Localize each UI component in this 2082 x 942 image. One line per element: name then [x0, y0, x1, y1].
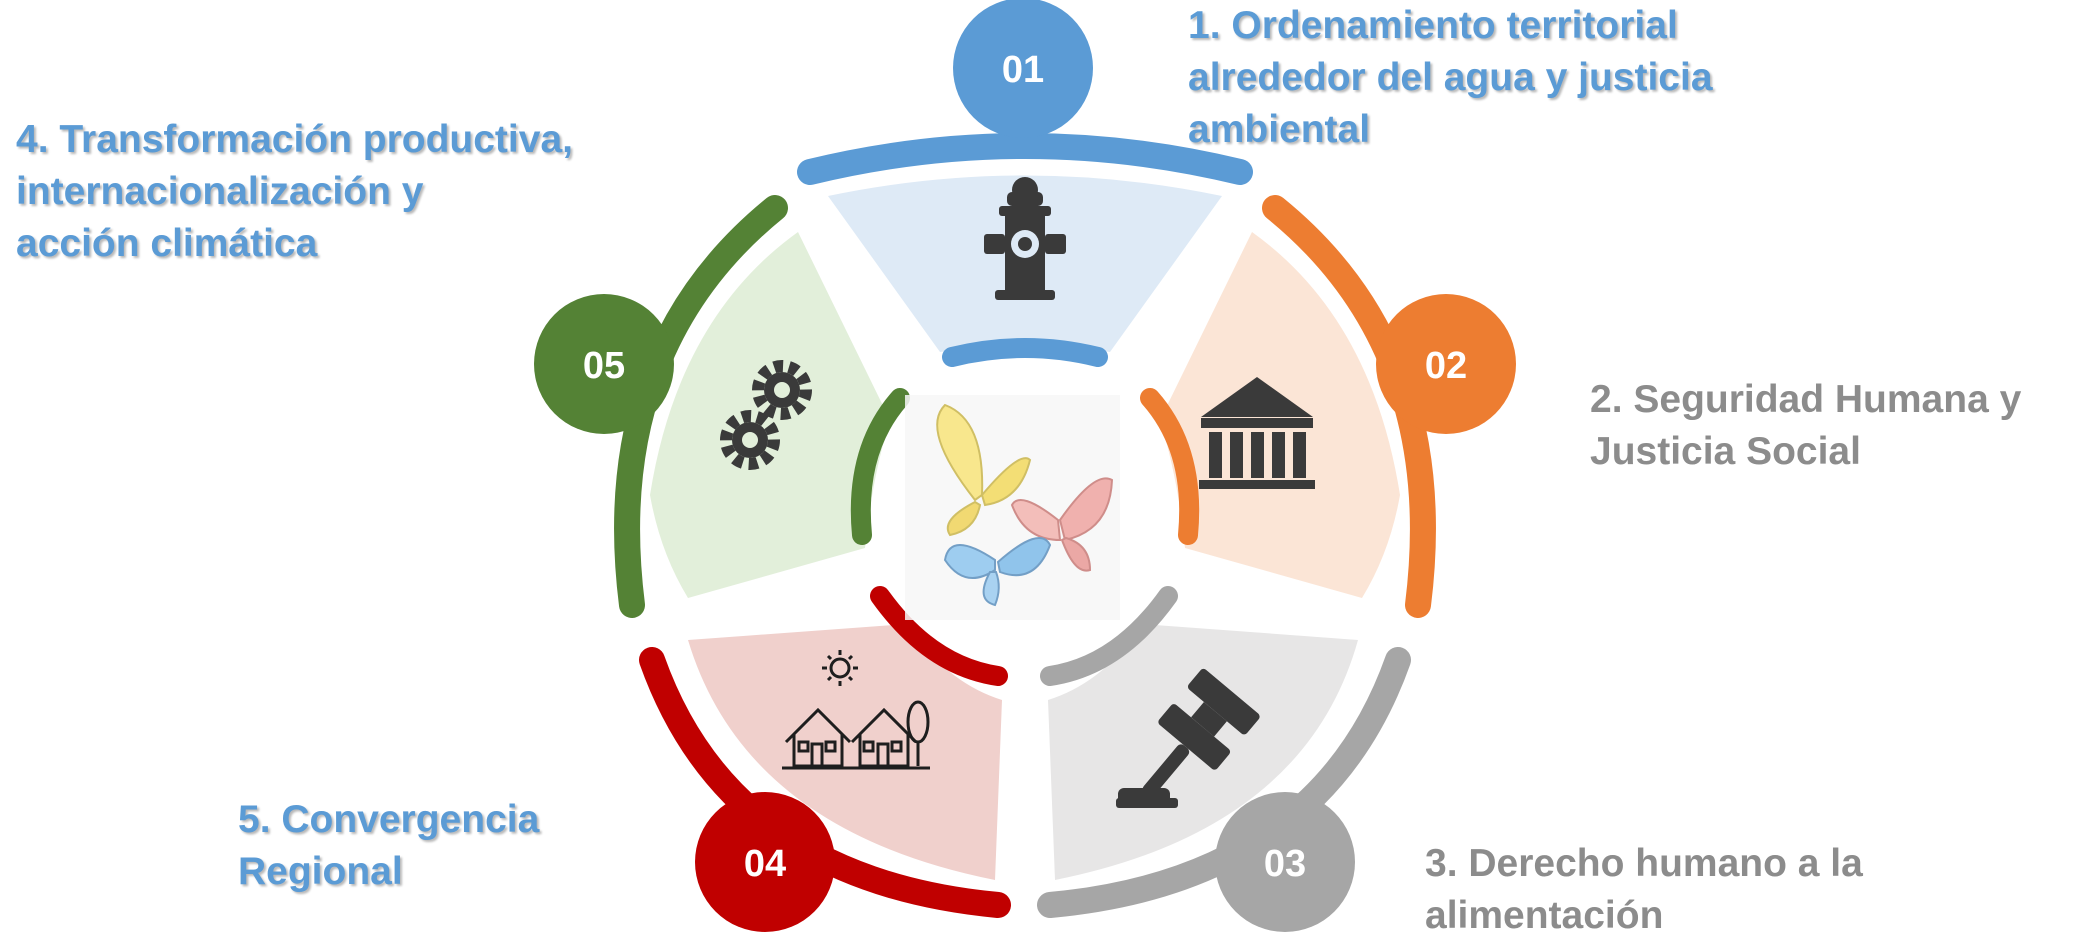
label-item-2: 2. Seguridad Humana y Justicia Social: [1590, 374, 2021, 478]
label-item-4-line-2: internacionalización y: [16, 170, 424, 213]
segment-02: 02: [1140, 195, 1516, 618]
label-item-5-line-2: Regional: [238, 850, 403, 893]
segment-02-inner-arc: [1140, 388, 1200, 545]
government-building-icon: [1199, 377, 1315, 489]
label-item-1: 1. Ordenamiento territorial alrededor de…: [1188, 0, 1713, 156]
label-item-1-line-3: ambiental: [1188, 108, 1371, 151]
segment-05: 05: [534, 195, 910, 618]
segment-02-number: 02: [1425, 345, 1467, 387]
label-item-4-line-3: acción climática: [16, 222, 318, 265]
segment-04-number-badge: [695, 792, 835, 932]
segment-04-number: 04: [744, 843, 786, 885]
label-item-5-line-1: 5. Convergencia: [238, 798, 540, 841]
segment-05-inner-arc: [850, 388, 910, 545]
gavel-icon: [1116, 668, 1260, 808]
label-item-2-line-1: 2. Seguridad Humana y: [1590, 378, 2022, 421]
segment-01-number-badge: [953, 0, 1093, 138]
segment-05-number-badge: [534, 294, 674, 434]
label-item-3-line-1: 3. Derecho humano a la: [1425, 842, 1863, 885]
segment-01-inner-arc: [942, 338, 1108, 367]
fire-hydrant-icon: [984, 177, 1066, 300]
segment-02-number-badge: [1376, 294, 1516, 434]
gears-icon: [720, 360, 812, 470]
houses-sun-icon: [782, 650, 930, 770]
yellow-butterfly: [936, 403, 1032, 537]
segment-01-number: 01: [1002, 49, 1044, 91]
segment-03: 03: [1037, 586, 1411, 932]
label-item-4-line-1: 4. Transformación productiva,: [16, 118, 573, 161]
label-item-4: 4. Transformación productiva, internacio…: [16, 114, 573, 270]
label-item-3-line-2: alimentación: [1425, 894, 1664, 937]
segment-01: 01: [797, 0, 1253, 367]
segment-01-outer-arc: [797, 133, 1253, 185]
segment-04: 04: [639, 586, 1011, 932]
label-item-3: 3. Derecho humano a la alimentación: [1425, 838, 1863, 942]
label-item-1-line-2: alrededor del agua y justicia: [1188, 56, 1713, 99]
pink-butterfly: [1010, 477, 1114, 572]
segment-04-panel: [688, 624, 1002, 880]
segment-03-number: 03: [1264, 843, 1306, 885]
segment-03-inner-arc: [1040, 586, 1178, 686]
segment-03-number-badge: [1215, 792, 1355, 932]
blue-butterfly: [943, 537, 1052, 607]
label-item-1-line-1: 1. Ordenamiento territorial: [1188, 4, 1678, 47]
segment-04-inner-arc: [870, 586, 1008, 686]
label-item-5: 5. Convergencia Regional: [238, 794, 539, 898]
butterflies-icon: [905, 395, 1120, 620]
label-item-2-line-2: Justicia Social: [1590, 430, 1861, 473]
segment-05-number: 05: [583, 345, 625, 387]
